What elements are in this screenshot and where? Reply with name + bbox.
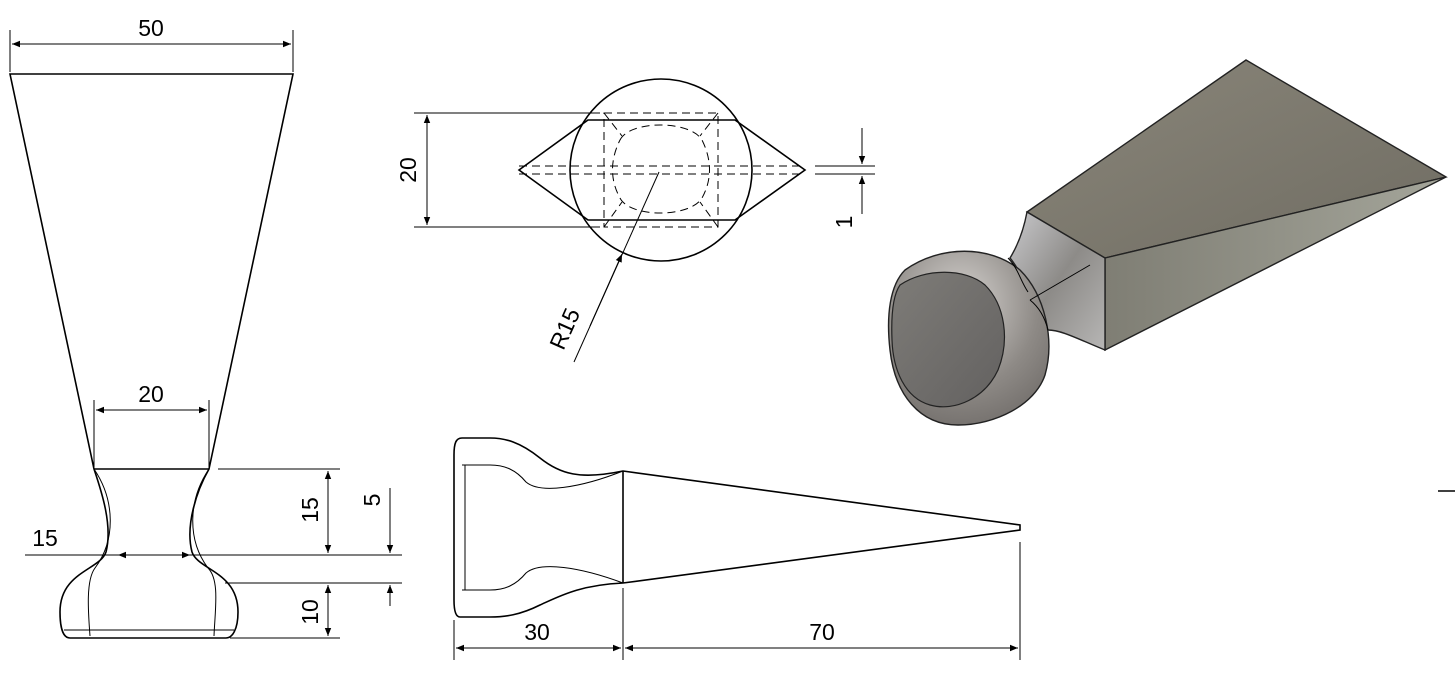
dim-front-top-width: 50 bbox=[138, 15, 164, 41]
dim-side-handle-length: 30 bbox=[524, 619, 550, 645]
dim-top-width: 20 bbox=[395, 157, 421, 183]
dim-front-base-width: 15 bbox=[32, 525, 58, 551]
side-outline bbox=[453, 437, 1021, 618]
top-diamond bbox=[517, 119, 807, 221]
dim-top-radius: R15 bbox=[544, 304, 585, 353]
front-view: 50 20 15 15 5 10 bbox=[9, 15, 402, 639]
iso-knob-cap bbox=[891, 271, 1005, 408]
side-view: 30 70 bbox=[453, 437, 1021, 660]
top-circle bbox=[569, 78, 753, 262]
side-inner-curve bbox=[462, 464, 624, 489]
dim-top-edge: 1 bbox=[831, 216, 857, 229]
top-hidden-square bbox=[603, 112, 719, 228]
side-inner-curve-lower bbox=[462, 566, 624, 591]
front-inner-curve-left bbox=[87, 468, 111, 637]
front-outline bbox=[9, 73, 294, 639]
dim-front-base-height: 10 bbox=[297, 599, 323, 625]
front-inner-curve bbox=[192, 468, 217, 637]
dim-front-small-step: 5 bbox=[359, 494, 385, 507]
isometric-render bbox=[887, 59, 1448, 426]
dim-front-neck-width: 20 bbox=[138, 381, 164, 407]
dim-front-neck-height: 15 bbox=[297, 497, 323, 523]
top-hidden-inner bbox=[612, 124, 710, 214]
dim-side-blade-length: 70 bbox=[809, 619, 835, 645]
top-view: 20 1 R15 bbox=[395, 78, 875, 363]
